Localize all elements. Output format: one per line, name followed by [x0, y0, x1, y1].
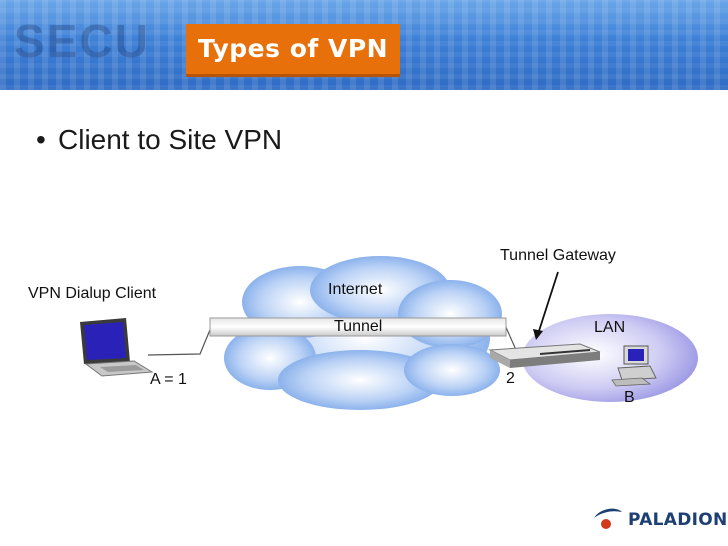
tunnel-pipe — [209, 317, 507, 337]
node-b-label: B — [624, 389, 635, 406]
gateway-arrow — [537, 271, 559, 335]
bullet-item: • Client to Site VPN — [36, 124, 282, 156]
gateway-arrowhead — [533, 329, 543, 340]
lan-label: LAN — [594, 319, 625, 336]
laptop-icon — [80, 318, 154, 377]
client-label: VPN Dialup Client — [28, 285, 157, 302]
title-box: Types of VPN — [186, 24, 400, 77]
gateway-label: Tunnel Gateway — [500, 247, 616, 264]
paladion-logo-icon — [594, 508, 622, 529]
desktop-computer-icon — [611, 345, 657, 387]
tunnel-label: Tunnel — [334, 318, 382, 335]
vpn-diagram: VPN Dialup Client Internet Tunnel Tunnel… — [28, 247, 698, 410]
client-link — [147, 324, 213, 356]
header-banner: SECU Types of VPN — [0, 0, 728, 90]
bullet-dot: • — [36, 124, 46, 155]
lan-ellipse — [522, 314, 698, 402]
internet-label: Internet — [328, 281, 383, 298]
header-watermark: SECU — [14, 15, 150, 67]
bullet-text: Client to Site VPN — [58, 124, 283, 155]
node-a-label: A = 1 — [150, 371, 187, 388]
slide-title: Types of VPN — [197, 34, 389, 63]
logo-text: PALADION — [628, 510, 728, 530]
gateway-device-icon — [488, 343, 601, 368]
node-2-label: 2 — [506, 370, 515, 387]
